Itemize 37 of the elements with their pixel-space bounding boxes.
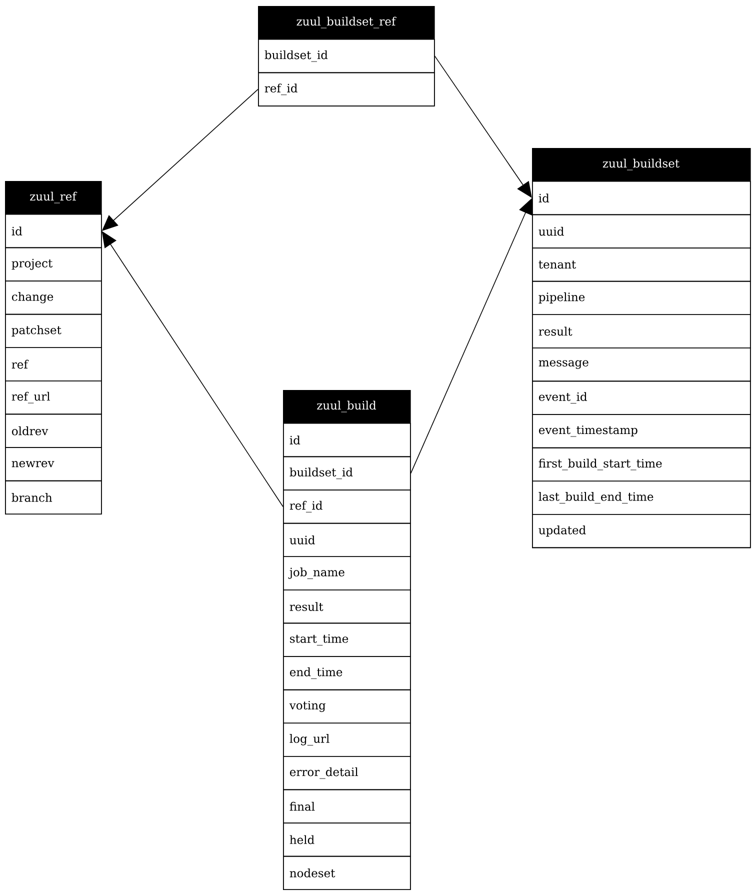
table-row: end_time <box>283 656 411 690</box>
table-row: message <box>532 348 751 382</box>
table-row: change <box>5 280 102 315</box>
table-row: job_name <box>283 556 411 590</box>
table-row: buildset_id <box>283 456 411 490</box>
table-row: id <box>283 423 411 458</box>
table-row: event_timestamp <box>532 414 751 448</box>
table-row: result <box>283 590 411 624</box>
table-row: branch <box>5 480 102 514</box>
table-row: updated <box>532 514 751 548</box>
table-row: newrev <box>5 447 102 482</box>
table-row: nodeset <box>283 856 411 890</box>
table-row: project <box>5 247 102 282</box>
table-row: oldrev <box>5 414 102 448</box>
table-row: held <box>283 822 411 857</box>
table-row: ref_url <box>5 380 102 415</box>
table-row: result <box>532 314 751 348</box>
table-row: ref_id <box>258 72 435 106</box>
table-row: event_id <box>532 380 751 415</box>
table-row: last_build_end_time <box>532 480 751 515</box>
table-row: tenant <box>532 248 751 282</box>
table-row: final <box>283 789 411 824</box>
table-row: id <box>5 214 102 248</box>
table-row: uuid <box>283 522 411 557</box>
table-row: uuid <box>532 214 751 248</box>
table-row: ref <box>5 347 102 382</box>
table-row: error_detail <box>283 756 411 790</box>
table-row: log_url <box>283 722 411 757</box>
table-row: buildset_id <box>258 39 435 74</box>
table-row: ref_id <box>283 490 411 524</box>
table-row: id <box>532 181 751 216</box>
table-row: first_build_start_time <box>532 447 751 482</box>
table-row: start_time <box>283 622 411 657</box>
table-row: voting <box>283 689 411 724</box>
table-row: pipeline <box>532 280 751 315</box>
table-row: patchset <box>5 314 102 348</box>
arrow <box>102 231 284 508</box>
